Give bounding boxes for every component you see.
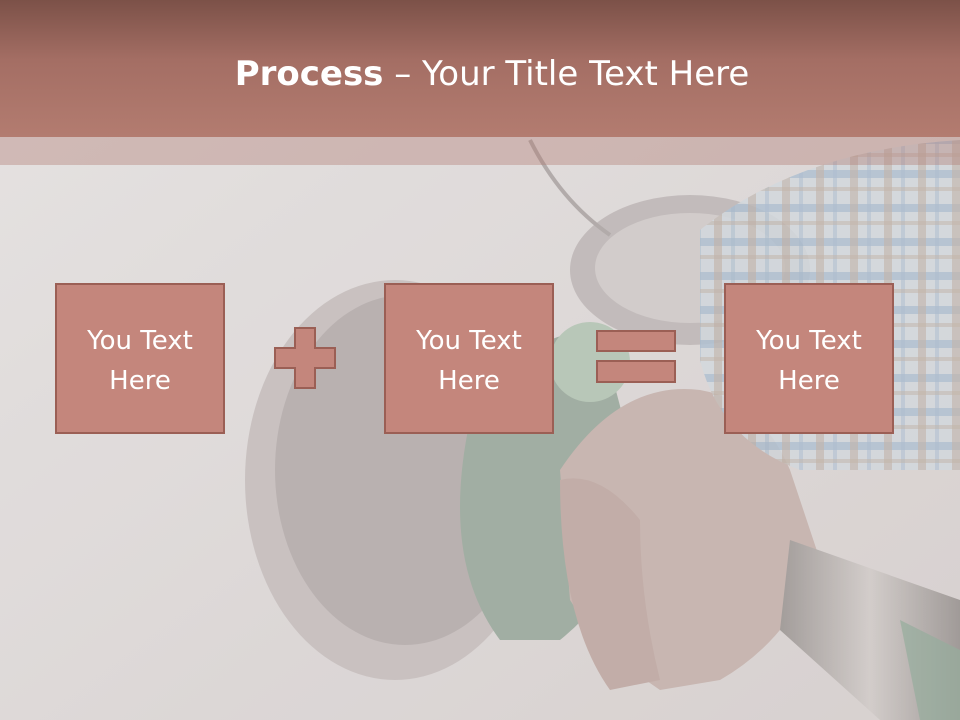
title-bold-text: Process — [234, 54, 384, 94]
process-box-3[interactable]: You Text Here — [724, 283, 894, 434]
process-box-1-label: You Text Here — [87, 325, 193, 396]
process-box-2[interactable]: You Text Here — [384, 283, 554, 434]
process-box-3-label: You Text Here — [756, 325, 862, 396]
slide-title: Process – Your Title Text Here — [0, 52, 960, 96]
process-box-2-label: You Text Here — [416, 325, 522, 396]
process-box-1[interactable]: You Text Here — [55, 283, 225, 434]
title-rest-text: – Your Title Text Here — [383, 54, 750, 94]
equals-icon — [596, 330, 676, 383]
title-band — [0, 137, 960, 165]
plus-icon — [274, 327, 336, 389]
title-bar — [0, 0, 960, 137]
